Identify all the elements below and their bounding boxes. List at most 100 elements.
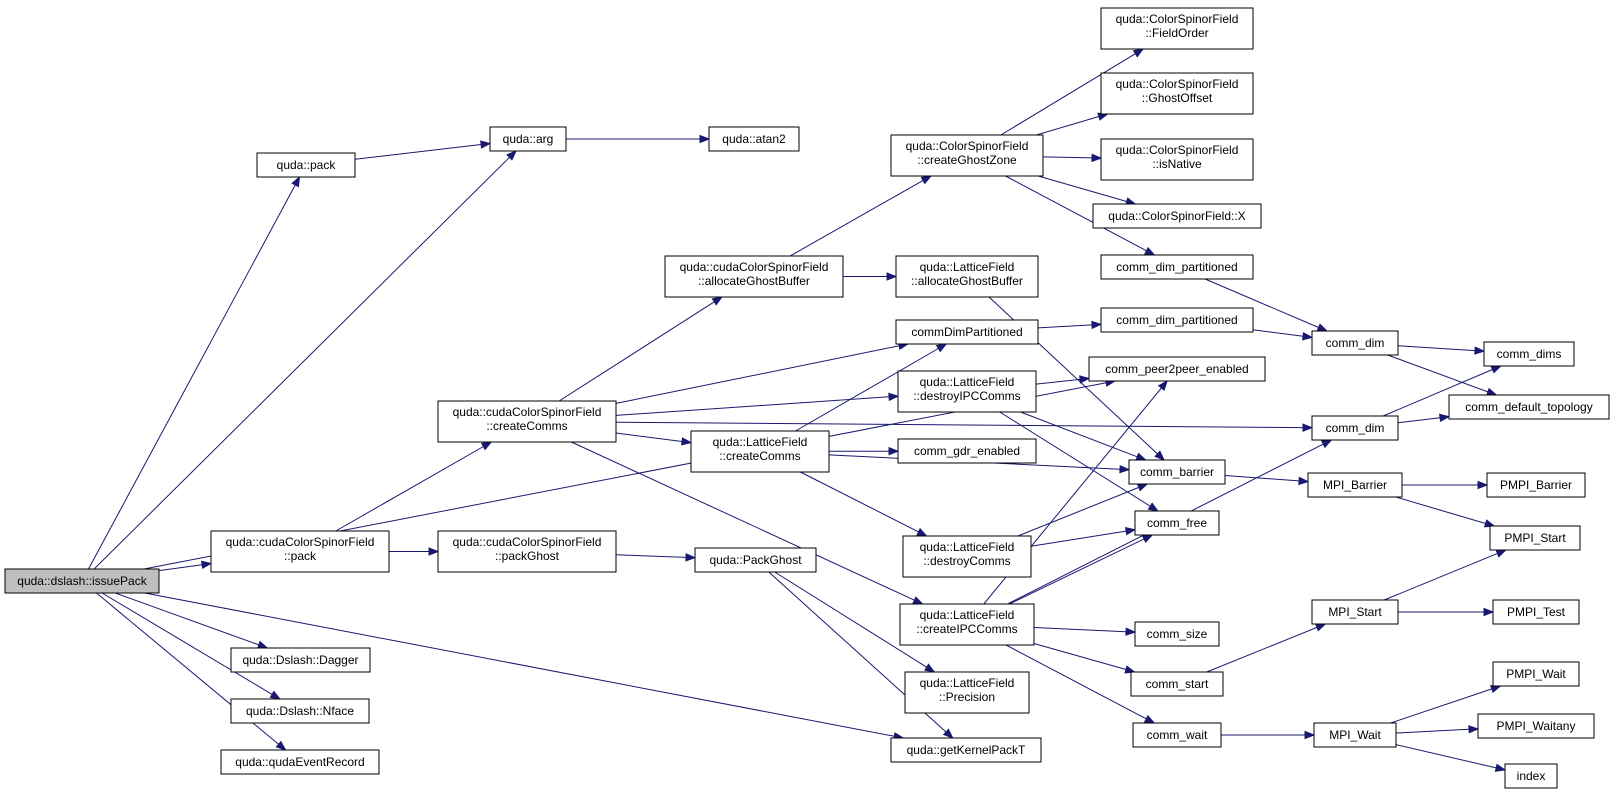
node-cuda-create-comms[interactable]: quda::cudaColorSpinorField::createComms — [437, 400, 617, 443]
node-pmpiwait[interactable]: PMPI_Wait — [1492, 661, 1580, 687]
node-comm-wait[interactable]: comm_wait — [1132, 722, 1222, 748]
node-label: comm_default_topology — [1465, 400, 1592, 414]
node-peer2peer[interactable]: comm_peer2peer_enabled — [1088, 356, 1266, 382]
node-box — [1088, 356, 1266, 382]
node-issue-pack[interactable]: quda::dslash::issuePack — [4, 568, 160, 594]
node-comm-free[interactable]: comm_free — [1134, 510, 1220, 536]
node-get-kernel-pack-t[interactable]: quda::getKernelPackT — [890, 737, 1042, 763]
node-label: quda::LatticeField — [713, 435, 808, 449]
node-box — [890, 134, 1044, 177]
edge-mpistart-to-pmpitest — [1398, 607, 1495, 617]
edge-pack-ghost-to-precision — [774, 571, 936, 673]
node-label: quda::ColorSpinorField — [1116, 12, 1239, 26]
node-label: quda::cudaColorSpinorField — [453, 405, 602, 419]
node-arg[interactable]: quda::arg — [489, 126, 567, 152]
node-label: comm_dim_partitioned — [1116, 313, 1237, 327]
function-nodes: quda::dslash::issuePack quda::argquda::pa… — [4, 7, 1610, 789]
node-box — [899, 603, 1035, 646]
node-mpibarrier[interactable]: MPI_Barrier — [1307, 472, 1403, 498]
node-comm-dim-partitioned[interactable]: commDimPartitioned — [895, 319, 1039, 345]
node-box — [1130, 671, 1224, 697]
node-cuda-alloc-ghost[interactable]: quda::cudaColorSpinorField::allocateGhos… — [664, 255, 844, 298]
node-def-topology[interactable]: comm_default_topology — [1448, 394, 1610, 420]
edge-pack-to-arg — [354, 140, 492, 160]
node-box — [220, 749, 380, 775]
node-label: comm_dim — [1326, 421, 1385, 435]
node-quda-event-record[interactable]: quda::qudaEventRecord — [220, 749, 380, 775]
node-csf-x[interactable]: quda::ColorSpinorField::X — [1092, 203, 1262, 229]
node-create-ghost-zone[interactable]: quda::ColorSpinorField::createGhostZone — [890, 134, 1044, 177]
node-comm-size[interactable]: comm_size — [1134, 621, 1220, 647]
edge-issue-pack-to-nface — [101, 592, 282, 700]
node-label: index — [1517, 769, 1546, 783]
node-box — [1100, 307, 1254, 333]
node-label: ::createIPCComms — [916, 622, 1017, 636]
node-pack-ghost[interactable]: quda::cudaColorSpinorField::packGhost — [437, 530, 617, 573]
node-comm-barrier[interactable]: comm_barrier — [1128, 459, 1226, 485]
edge-lat-create-comms-to-destroy-comms — [800, 471, 928, 537]
node-box — [1132, 722, 1222, 748]
node-destroy-ipc[interactable]: quda::LatticeField::destroyIPCComms — [897, 370, 1037, 413]
node-comm-dim-part-b[interactable]: comm_dim_partitioned — [1100, 307, 1254, 333]
node-label: ::createComms — [719, 449, 800, 463]
node-box — [1128, 459, 1226, 485]
node-box — [1100, 254, 1254, 280]
node-label: quda::getKernelPackT — [907, 743, 1026, 757]
node-field-order[interactable]: quda::ColorSpinorField::FieldOrder — [1100, 7, 1254, 50]
node-box — [1483, 341, 1575, 367]
node-box — [489, 126, 567, 152]
node-lat-alloc-ghost[interactable]: quda::LatticeField::allocateGhostBuffer — [895, 255, 1039, 298]
node-box — [1100, 72, 1254, 115]
node-label: quda::LatticeField — [920, 260, 1015, 274]
node-dagger[interactable]: quda::Dslash::Dagger — [230, 647, 371, 673]
node-label: quda::cudaColorSpinorField — [680, 260, 829, 274]
node-mpistart[interactable]: MPI_Start — [1311, 599, 1399, 625]
node-comm-start[interactable]: comm_start — [1130, 671, 1224, 697]
node-pmpiwaitany[interactable]: PMPI_Waitany — [1477, 713, 1595, 739]
node-comm-dims[interactable]: comm_dims — [1483, 341, 1575, 367]
edge-cuda-create-comms-to-lat-create-comms — [615, 432, 693, 446]
node-label: ::createGhostZone — [917, 153, 1017, 167]
node-box — [230, 698, 370, 724]
edge-cuda-create-comms-to-comm-dim-partitioned — [615, 341, 910, 404]
node-ghost-offset[interactable]: quda::ColorSpinorField::GhostOffset — [1100, 72, 1254, 115]
node-destroy-comms[interactable]: quda::LatticeField::destroyComms — [902, 535, 1032, 578]
node-label: ::packGhost — [495, 549, 560, 563]
node-box — [897, 438, 1037, 464]
node-box — [895, 319, 1039, 345]
node-label: ::Precision — [939, 690, 995, 704]
node-pmpitest[interactable]: PMPI_Test — [1492, 599, 1580, 625]
node-box — [664, 255, 844, 298]
node-pack-ghost[interactable]: quda::PackGhost — [694, 547, 817, 573]
edge-create-ipc-to-comm-start — [1033, 643, 1136, 674]
node-box — [1448, 394, 1610, 420]
node-box — [1134, 510, 1220, 536]
edge-lat-create-comms-to-comm-dim-partitioned — [795, 343, 948, 432]
node-comm-dim-part-a[interactable]: comm_dim_partitioned — [1100, 254, 1254, 280]
node-box — [1100, 7, 1254, 50]
node-gdr-enabled[interactable]: comm_gdr_enabled — [897, 438, 1037, 464]
node-lat-create-comms[interactable]: quda::LatticeField::createComms — [690, 430, 830, 473]
node-create-ipc[interactable]: quda::LatticeField::createIPCComms — [899, 603, 1035, 646]
node-box — [890, 737, 1042, 763]
node-is-native[interactable]: quda::ColorSpinorField::isNative — [1100, 138, 1254, 181]
node-comm-dim-b[interactable]: comm_dim — [1311, 415, 1399, 441]
node-atan2[interactable]: quda::atan2 — [708, 126, 800, 152]
edge-cuda-create-comms-to-cuda-alloc-ghost — [558, 296, 724, 402]
node-label: PMPI_Start — [1504, 531, 1566, 545]
node-mpiwait[interactable]: MPI_Wait — [1313, 722, 1397, 748]
node-cuda-pack[interactable]: quda::cudaColorSpinorField::pack — [210, 530, 390, 573]
edge-arg-to-atan2 — [566, 134, 711, 144]
node-box — [1492, 599, 1580, 625]
node-label: quda::LatticeField — [920, 676, 1015, 690]
node-pmpibarrier[interactable]: PMPI_Barrier — [1486, 472, 1586, 498]
node-pmpistart[interactable]: PMPI_Start — [1489, 525, 1581, 551]
node-pack[interactable]: quda::pack — [256, 152, 356, 178]
node-box — [1092, 203, 1262, 229]
node-precision[interactable]: quda::LatticeField::Precision — [904, 671, 1030, 714]
node-label: quda::ColorSpinorField — [1116, 77, 1239, 91]
edge-create-ghost-zone-to-field-order — [1000, 48, 1145, 136]
node-nface[interactable]: quda::Dslash::Nface — [230, 698, 370, 724]
node-index[interactable]: index — [1504, 763, 1558, 789]
node-comm-dim-a[interactable]: comm_dim — [1311, 330, 1399, 356]
